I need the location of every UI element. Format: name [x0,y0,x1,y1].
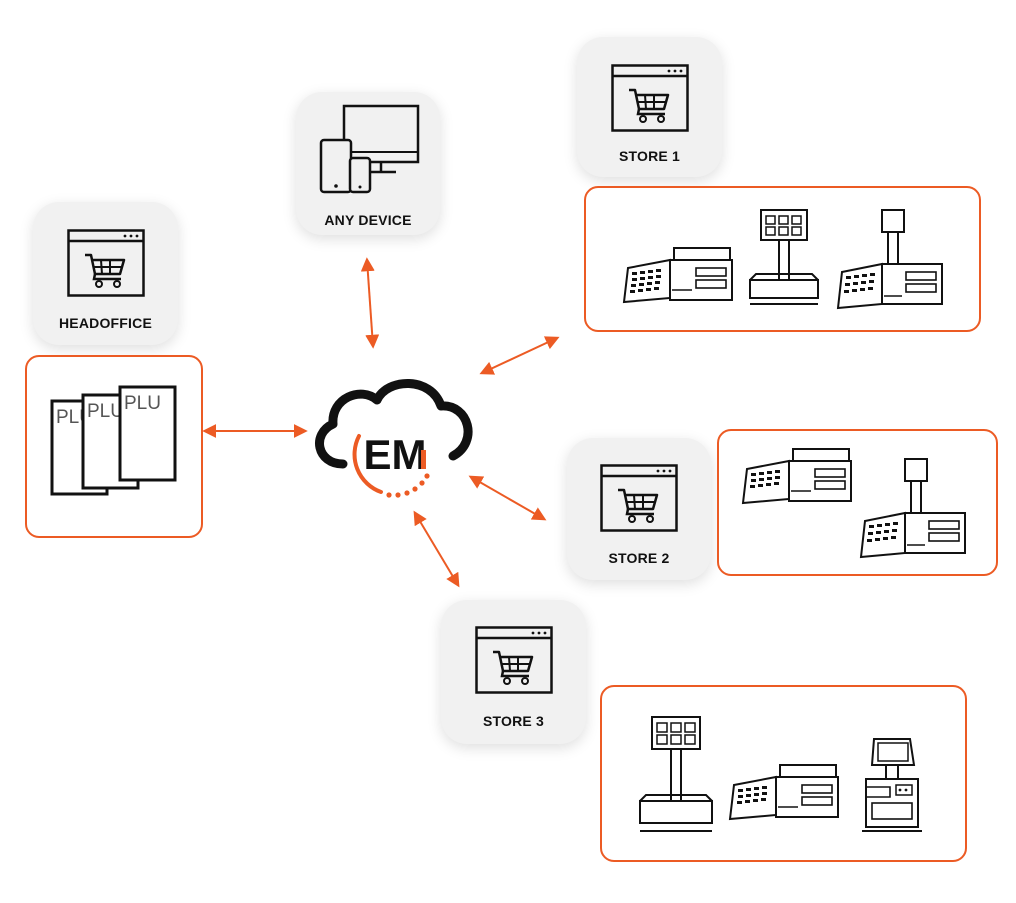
store3-label: STORE 3 [482,713,545,729]
store3-card: STORE 3 [441,600,586,744]
store1-label: STORE 1 [618,148,681,164]
store2-label: STORE 2 [608,550,670,566]
arrow-device-hub [360,257,380,349]
shop-window-cart-icon [600,464,678,532]
pole-scale-icon [639,716,713,832]
pole-scale-icon [749,209,819,305]
plu-label-2: PLU [87,401,124,422]
store3-equipment-group [600,685,967,862]
label-printer-scale-icon [622,247,733,304]
store2-equipment-group [717,429,998,576]
arrow-store2-hub [468,475,547,521]
pole-label-printer-scale-icon [859,458,966,559]
self-service-kiosk-icon [862,738,922,832]
plu-sheets-icon: PLU PLU PLU [50,385,177,496]
plu-label-3: PLU [124,393,161,414]
pole-label-printer-scale-icon [836,209,943,310]
headoffice-card: HEADOFFICE [33,202,178,345]
devices-icon [319,104,420,194]
any-device-label: ANY DEVICE [324,212,412,228]
arrow-store3-hub [413,510,460,588]
shop-window-cart-icon [611,64,689,132]
label-printer-scale-icon [741,448,852,505]
headoffice-label: HEADOFFICE [59,315,152,331]
store1-card: STORE 1 [577,37,722,177]
any-device-card: ANY DEVICE [296,92,440,235]
shop-window-cart-icon [475,626,553,694]
store2-card: STORE 2 [567,438,711,580]
arrow-store1-hub [479,336,560,375]
cloud-logo-icon: EM [315,379,473,498]
logo-text: EM [364,431,427,478]
label-printer-scale-icon [728,764,839,821]
shop-window-cart-icon [67,229,145,297]
plu-sheets-group: PLU PLU PLU [25,355,203,538]
store1-equipment-group [584,186,981,332]
